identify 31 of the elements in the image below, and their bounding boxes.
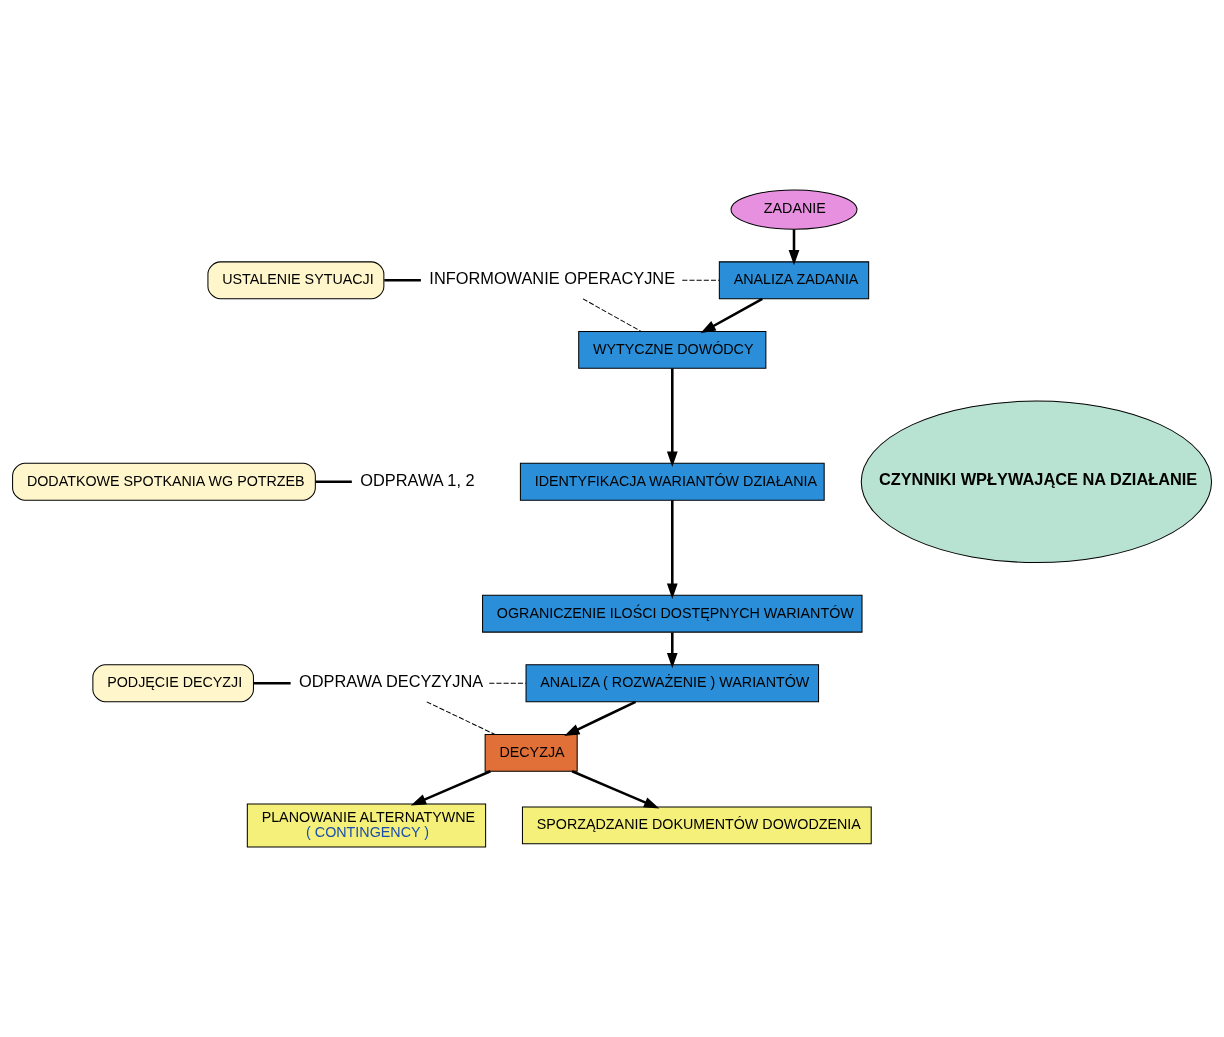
- node-text: ODPRAWA DECYZYJNA: [298, 672, 484, 691]
- node-box: SPORZĄDZANIE DOKUMENTÓW DOWODZENIA: [521, 806, 872, 845]
- node-box: DECYZJA: [484, 733, 578, 772]
- arrow: [410, 770, 491, 806]
- connector: [253, 682, 291, 685]
- arrow: [571, 770, 660, 809]
- node-box: IDENTYFIKACJA WARIANTÓW DZIAŁANIA: [519, 462, 825, 501]
- arrow: [666, 632, 678, 669]
- connector: [681, 279, 720, 281]
- connector: [582, 298, 642, 332]
- connector: [384, 279, 421, 282]
- arrow: [666, 500, 678, 599]
- node-text: ODPRAWA 1, 2: [360, 470, 475, 489]
- arrow: [788, 229, 800, 266]
- node-box: DODATKOWE SPOTKANIA WG POTRZEB: [12, 462, 316, 501]
- node-box: OGRANICZENIE ILOŚCI DOSTĘPNYCH WARIANTÓW: [482, 594, 863, 633]
- node-ellipse: CZYNNIKI WPŁYWAJĄCE NA DZIAŁANIE: [860, 400, 1213, 564]
- node-box: ANALIZA ZADANIA: [718, 261, 870, 300]
- arrow: [564, 700, 637, 736]
- node-box: ANALIZA ( ROZWAŻENIE ) WARIANTÓW: [525, 664, 820, 703]
- arrow: [666, 368, 678, 467]
- node-box: PLANOWANIE ALTERNATYWNE ( CONTINGENCY ): [246, 803, 487, 848]
- node-box: WYTYCZNE DOWÓDCY: [578, 330, 767, 369]
- connector: [315, 480, 352, 484]
- node-text: INFORMOWANIE OPERACYJNE: [429, 269, 676, 288]
- node-ellipse: ZADANIE: [730, 189, 858, 230]
- connector: [488, 682, 527, 684]
- node-box: USTALENIE SYTUACJI: [207, 261, 385, 300]
- arrow: [700, 297, 763, 334]
- connector: [426, 701, 496, 735]
- node-box: PODJĘCIE DECYZJI: [92, 664, 254, 703]
